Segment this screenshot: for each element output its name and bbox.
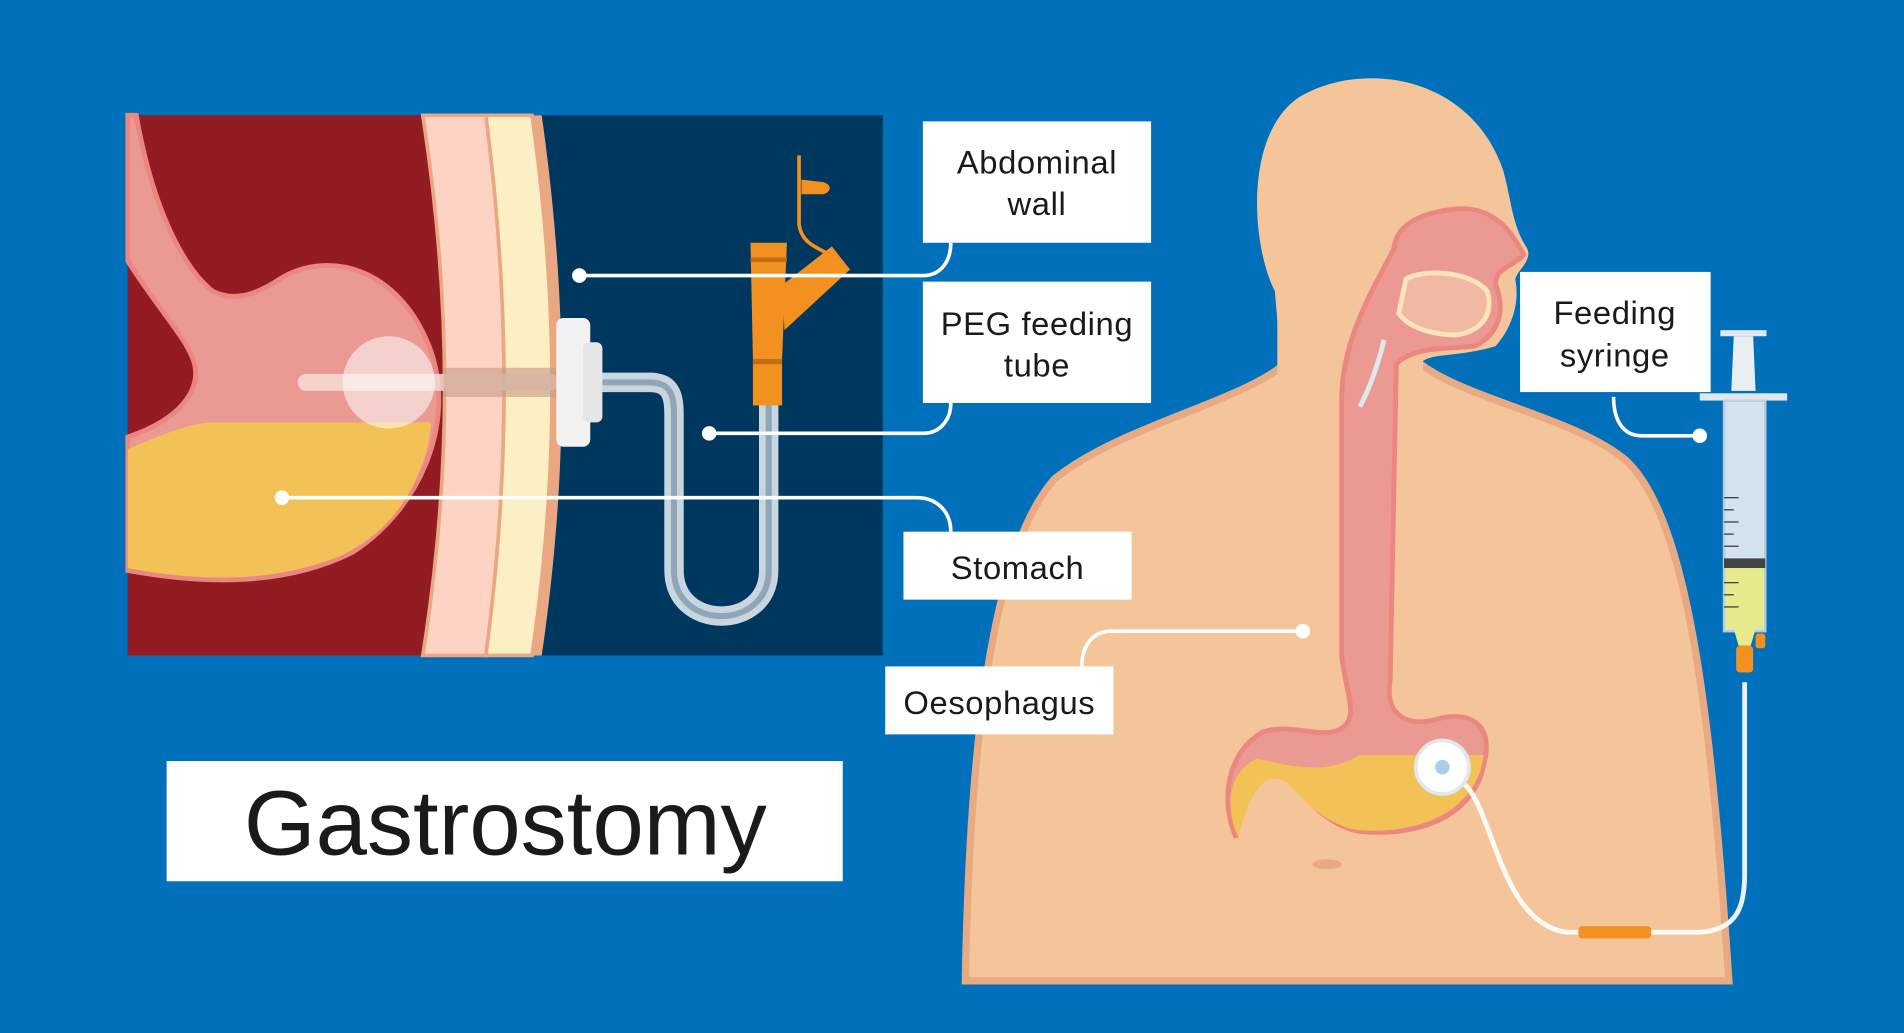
label-feeding-syringe: Feeding syringe [1520, 271, 1711, 393]
tube-connector [1578, 926, 1652, 939]
label-abdominal-wall: Abdominal wall [922, 121, 1152, 243]
navel [1312, 859, 1342, 870]
label-stomach: Stomach [903, 531, 1132, 600]
svg-text:tube: tube [1004, 346, 1070, 383]
leader-feeding-syringe [1611, 396, 1700, 438]
svg-text:Abdominal: Abdominal [957, 144, 1117, 181]
leader-peg-tube [709, 402, 953, 436]
external-bumper [556, 318, 591, 447]
oesophagus-and-stomach [1225, 206, 1527, 839]
svg-text:Stomach: Stomach [951, 549, 1085, 586]
svg-text:PEG feeding: PEG feeding [941, 305, 1133, 342]
peg-tube [297, 155, 851, 626]
oral-cavity [1396, 270, 1492, 338]
svg-text:Oesophagus: Oesophagus [903, 684, 1095, 721]
feeding-syringe [1699, 330, 1788, 673]
extension-tube [1461, 682, 1748, 935]
leader-oesophagus [1080, 629, 1303, 667]
svg-text:wall: wall [1007, 185, 1067, 222]
internal-balloon [342, 336, 435, 429]
svg-text:Feeding: Feeding [1553, 294, 1676, 331]
human-body [961, 78, 1748, 985]
page-title: Gastrostomy [244, 771, 767, 875]
leader-lines [274, 242, 1708, 667]
inset-cross-section [125, 112, 883, 658]
leader-stomach [281, 495, 953, 532]
label-peg-feeding-tube: PEG feeding tube [922, 281, 1152, 404]
title-box: Gastrostomy [166, 761, 843, 882]
leader-abdominal-wall [579, 242, 953, 278]
abdominal-wall-skin [532, 115, 562, 656]
svg-text:syringe: syringe [1560, 337, 1670, 374]
label-oesophagus: Oesophagus [885, 666, 1114, 735]
